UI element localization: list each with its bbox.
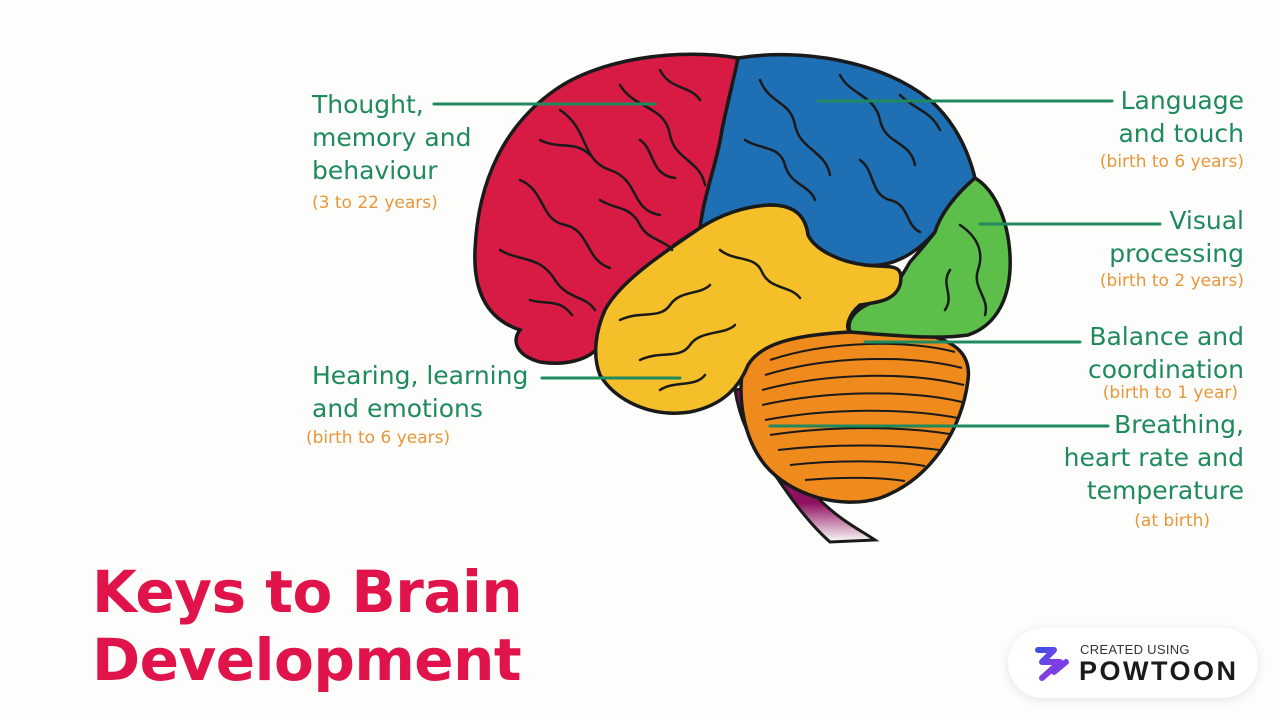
label-brainstem-line-3: temperature bbox=[1086, 476, 1244, 505]
label-parietal: Language and touch bbox=[1118, 84, 1244, 150]
label-brainstem: Breathing, heart rate and temperature bbox=[1064, 408, 1244, 507]
page-title-line-1: Keys to Brain bbox=[92, 558, 523, 626]
label-occipital-line-2: processing bbox=[1109, 239, 1244, 268]
badge-caption: CREATED USING bbox=[1080, 642, 1190, 657]
label-temporal-line-1: Hearing, learning bbox=[312, 361, 529, 390]
age-temporal: (birth to 6 years) bbox=[306, 428, 451, 448]
label-frontal-line-3: behaviour bbox=[312, 156, 438, 185]
age-parietal: (birth to 6 years) bbox=[1099, 152, 1244, 172]
page-title-line-2: Development bbox=[92, 626, 522, 694]
label-frontal: Thought, memory and behaviour bbox=[312, 88, 471, 187]
label-cerebellum-line-1: Balance and bbox=[1089, 322, 1244, 351]
brain-folds bbox=[498, 68, 988, 392]
label-occipital-line-1: Visual bbox=[1169, 206, 1244, 235]
powtoon-logo-icon bbox=[1035, 647, 1069, 681]
label-occipital: Visual processing bbox=[1109, 204, 1244, 270]
cerebellum-region bbox=[739, 325, 971, 504]
label-cerebellum: Balance and coordination bbox=[1088, 320, 1244, 386]
label-frontal-line-1: Thought, bbox=[312, 90, 424, 119]
label-cerebellum-line-2: coordination bbox=[1087, 355, 1244, 384]
age-frontal: (3 to 22 years) bbox=[312, 193, 438, 213]
label-parietal-line-2: and touch bbox=[1118, 119, 1244, 148]
page-title: Keys to Brain Development bbox=[92, 558, 523, 694]
label-brainstem-line-2: heart rate and bbox=[1063, 443, 1244, 472]
age-cerebellum: (birth to 1 year) bbox=[1102, 383, 1238, 403]
label-parietal-line-1: Language bbox=[1120, 86, 1244, 115]
label-temporal-line-2: and emotions bbox=[312, 394, 483, 423]
temporal-region bbox=[593, 203, 903, 415]
badge-brand: POWTOON bbox=[1079, 656, 1239, 686]
label-frontal-line-2: memory and bbox=[312, 123, 472, 152]
label-brainstem-line-1: Breathing, bbox=[1114, 410, 1244, 439]
label-temporal: Hearing, learning and emotions bbox=[312, 359, 528, 425]
age-brainstem: (at birth) bbox=[1134, 511, 1210, 531]
age-occipital: (birth to 2 years) bbox=[1099, 271, 1244, 291]
leader-lines bbox=[432, 99, 1162, 428]
powtoon-badge[interactable]: CREATED USING POWTOON bbox=[1008, 628, 1258, 698]
